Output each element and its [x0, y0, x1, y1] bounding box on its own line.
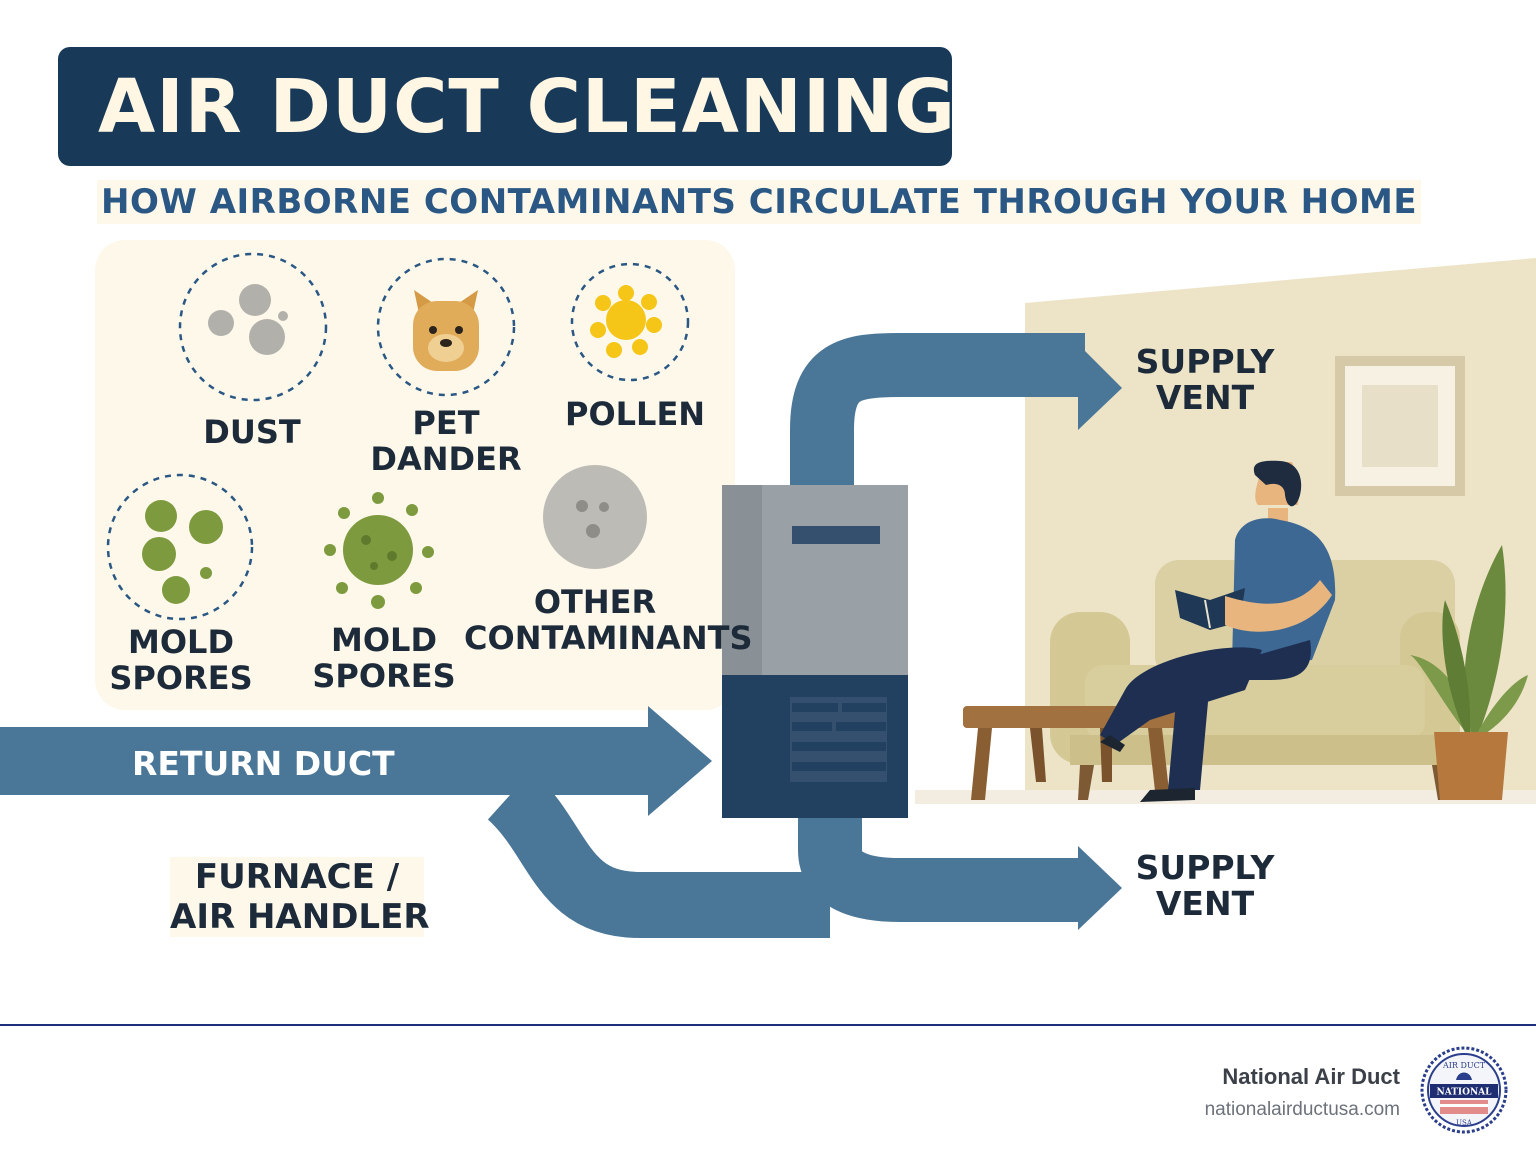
- pet-dander-icon: [376, 257, 516, 397]
- room-floor: [915, 790, 1536, 804]
- page-subtitle: HOW AIRBORNE CONTAMINANTS CIRCULATE THRO…: [97, 180, 1422, 224]
- top-supply-duct: [790, 333, 1085, 485]
- seal-top-text: AIR DUCT: [1442, 1061, 1486, 1070]
- bottom-supply-arrowhead: [1078, 846, 1122, 930]
- other-contaminants-label: OTHER CONTAMINANTS: [464, 583, 753, 657]
- pet-dander-label-line2: DANDER: [370, 440, 522, 478]
- furnace-label-line2: AIR HANDLER: [170, 897, 430, 937]
- mold-spores-label-1: MOLD SPORES: [105, 624, 257, 696]
- supply-vent-top-line2: VENT: [1155, 378, 1255, 417]
- seal-middle-text: NATIONAL: [1436, 1088, 1492, 1098]
- return-duct-label: RETURN DUCT: [132, 744, 395, 783]
- pet-dander-label: PET DANDER: [370, 405, 522, 477]
- mold-spores-1-line1: MOLD: [128, 623, 234, 661]
- supply-vent-bottom-line1: SUPPLY: [1135, 848, 1275, 887]
- furnace-label: FURNACE / AIR HANDLER: [170, 857, 430, 937]
- footer-divider: [0, 1024, 1536, 1026]
- national-air-duct-seal-logo: AIR DUCT NATIONAL USA: [1420, 1046, 1508, 1134]
- supply-vent-top-label: SUPPLY VENT: [1130, 344, 1280, 416]
- pollen-icon: [570, 262, 690, 382]
- other-contaminants-line2: CONTAMINANTS: [464, 619, 753, 657]
- other-contaminants-line1: OTHER: [533, 583, 657, 621]
- mold-spores-icon-2: [324, 492, 434, 609]
- seal-bottom-text: USA: [1456, 1119, 1473, 1127]
- mold-spores-icon-1: [106, 473, 254, 621]
- dust-label: DUST: [190, 414, 314, 450]
- dust-label-text: DUST: [203, 413, 301, 451]
- mold-spores-2-line2: SPORES: [312, 657, 456, 695]
- person-reading: [1100, 460, 1336, 802]
- mold-spores-label-2: MOLD SPORES: [308, 622, 460, 694]
- lower-duct-path: [486, 770, 830, 938]
- mold-spores-2-line1: MOLD: [331, 621, 437, 659]
- supply-vent-bottom-label: SUPPLY VENT: [1130, 850, 1280, 922]
- top-supply-arrowhead: [1078, 344, 1122, 430]
- mold-spores-1-line2: SPORES: [109, 659, 253, 697]
- page-title: AIR DUCT CLEANING: [98, 64, 957, 150]
- pet-dander-label-line1: PET: [412, 404, 480, 442]
- furnace-unit: [722, 485, 908, 818]
- potted-plant: [1410, 545, 1528, 800]
- furnace-label-line1: FURNACE /: [194, 857, 400, 897]
- brand-name: National Air Duct: [1222, 1064, 1400, 1089]
- wall-picture-frame: [1335, 356, 1465, 496]
- supply-vent-bottom-line2: VENT: [1155, 884, 1255, 923]
- bottom-supply-duct: [798, 815, 1085, 922]
- other-contaminants-icon: [543, 465, 647, 569]
- supply-vent-top-line1: SUPPLY: [1135, 342, 1275, 381]
- pollen-label: POLLEN: [565, 396, 705, 432]
- brand-url: nationalairductusa.com: [1204, 1099, 1400, 1120]
- pollen-label-text: POLLEN: [565, 395, 706, 433]
- title-banner: [58, 47, 952, 166]
- dust-icon: [178, 252, 328, 402]
